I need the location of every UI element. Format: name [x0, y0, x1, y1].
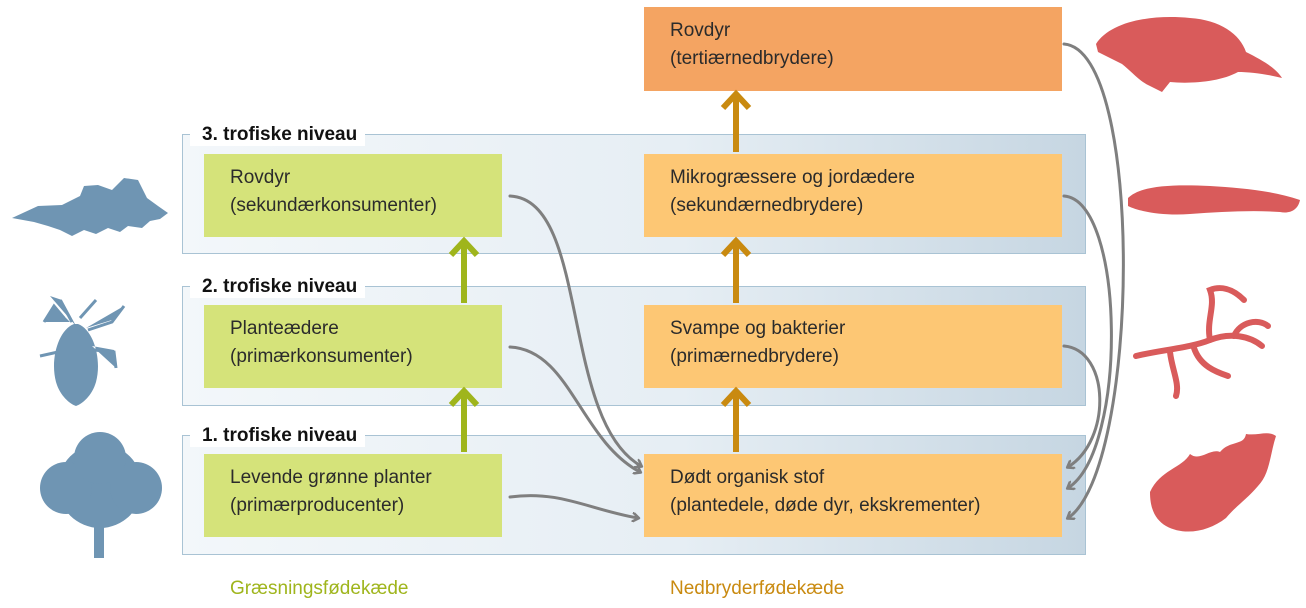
box-primary-consumers-title: Planteædere	[230, 318, 339, 339]
box-dead-organic-matter-title: Dødt organisk stof	[670, 467, 825, 488]
box-primary-consumers-subtitle: (primærkonsumenter)	[230, 346, 413, 367]
decomposer-up-arrow-3	[720, 89, 752, 152]
box-secondary-decomposers: Mikrogræssere og jordædere (sekundærnedb…	[644, 154, 1062, 237]
fungus-hyphae-icon	[1133, 285, 1271, 399]
box-secondary-consumers-title: Rovdyr	[230, 167, 291, 188]
box-secondary-decomposers-title: Mikrogræssere og jordædere	[670, 167, 915, 188]
box-dead-organic-matter-subtitle: (plantedele, døde dyr, ekskrementer)	[670, 495, 981, 516]
decomposer-up-arrow-2	[720, 236, 752, 303]
flow-arrow-secondary-decomposers-to-detritus	[1062, 194, 1113, 488]
box-tertiary-decomposers: Rovdyr (tertiærnedbrydere)	[644, 7, 1062, 91]
decomposer-up-arrow-1	[720, 386, 752, 452]
grazing-up-arrow-1	[448, 386, 480, 452]
shrew-icon	[12, 178, 168, 236]
level-3-label: 3. trofiske niveau	[190, 124, 366, 146]
box-secondary-decomposers-subtitle: (sekundærnedbrydere)	[670, 195, 864, 216]
box-primary-consumers: Planteædere (primærkonsumenter)	[204, 305, 502, 388]
flow-arrow-tertiary-decomposers-to-detritus	[1062, 42, 1125, 518]
flow-arrow-herbivores-to-detritus	[508, 345, 640, 472]
flow-arrow-predators-to-detritus	[508, 194, 641, 466]
box-primary-producers: Levende grønne planter (primærproducente…	[204, 454, 502, 537]
box-primary-producers-subtitle: (primærproducenter)	[230, 495, 405, 516]
aphid-legs	[39, 299, 126, 369]
aphid-icon	[40, 296, 124, 406]
flow-arrow-primary-decomposers-to-detritus	[1062, 344, 1102, 467]
millipede-icon	[1128, 185, 1300, 215]
box-secondary-consumers-subtitle: (sekundærkonsumenter)	[230, 195, 437, 216]
box-primary-decomposers-subtitle: (primærnedbrydere)	[670, 346, 839, 367]
flow-arrow-producers-to-detritus	[508, 494, 638, 518]
box-tertiary-decomposers-title: Rovdyr	[670, 20, 731, 41]
tree-icon	[40, 432, 162, 558]
leaf-icon	[1150, 433, 1276, 532]
box-tertiary-decomposers-subtitle: (tertiærnedbrydere)	[670, 48, 834, 69]
level-2-label: 2. trofiske niveau	[190, 276, 366, 298]
grazing-chain-label: Græsningsfødekæde	[230, 578, 409, 599]
box-primary-decomposers: Svampe og bakterier (primærnedbrydere)	[644, 305, 1062, 388]
box-primary-producers-title: Levende grønne planter	[230, 467, 432, 488]
mole-icon	[1096, 17, 1282, 92]
grazing-up-arrow-2	[448, 236, 480, 303]
box-primary-decomposers-title: Svampe og bakterier	[670, 318, 846, 339]
level-1-label: 1. trofiske niveau	[190, 425, 366, 447]
box-secondary-consumers: Rovdyr (sekundærkonsumenter)	[204, 154, 502, 237]
decomposer-chain-label: Nedbryderfødekæde	[670, 578, 845, 599]
box-dead-organic-matter: Dødt organisk stof (plantedele, døde dyr…	[644, 454, 1062, 537]
